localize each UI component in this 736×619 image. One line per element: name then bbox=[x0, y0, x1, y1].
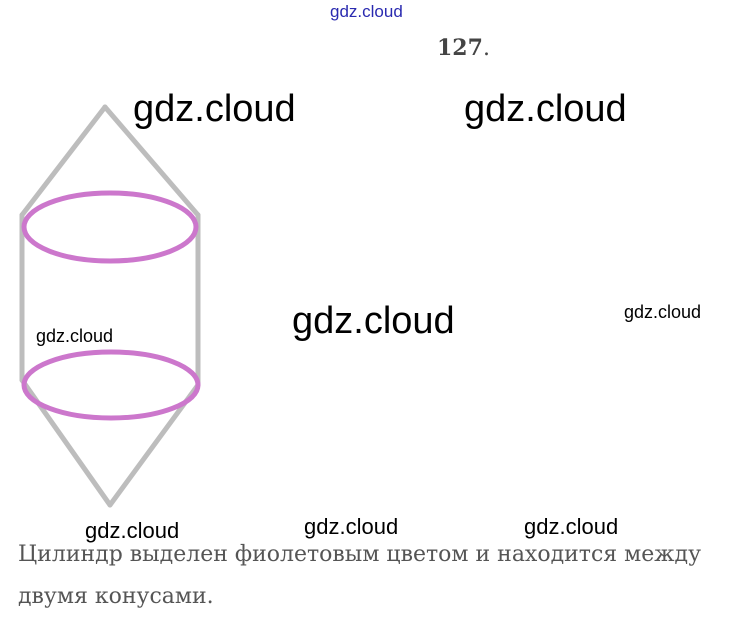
upper-cone-right-edge bbox=[102, 104, 201, 218]
problem-number-suffix: . bbox=[482, 36, 490, 61]
problem-number-value: 127 bbox=[437, 35, 483, 61]
watermark-5: gdz.cloud bbox=[36, 326, 114, 346]
watermark-1: gdz.cloud bbox=[133, 88, 296, 130]
watermark-7: gdz.cloud bbox=[304, 514, 399, 539]
cylinder-bottom-base bbox=[21, 349, 201, 421]
watermark-8: gdz.cloud bbox=[524, 514, 619, 539]
watermark-6: gdz.cloud bbox=[85, 518, 180, 543]
answer-text: Цилиндр выделен фиолетовым цветом и нахо… bbox=[18, 542, 702, 609]
cylinder-between-cones-figure bbox=[19, 104, 201, 508]
watermark-top: gdz.cloud bbox=[330, 2, 403, 21]
upper-cone-left-edge bbox=[19, 104, 108, 218]
problem-number: 127. bbox=[437, 35, 490, 61]
cylinder-top-base bbox=[21, 190, 199, 264]
watermark-4: gdz.cloud bbox=[624, 302, 702, 322]
watermark-3: gdz.cloud bbox=[292, 300, 455, 342]
watermark-2: gdz.cloud bbox=[464, 88, 627, 130]
